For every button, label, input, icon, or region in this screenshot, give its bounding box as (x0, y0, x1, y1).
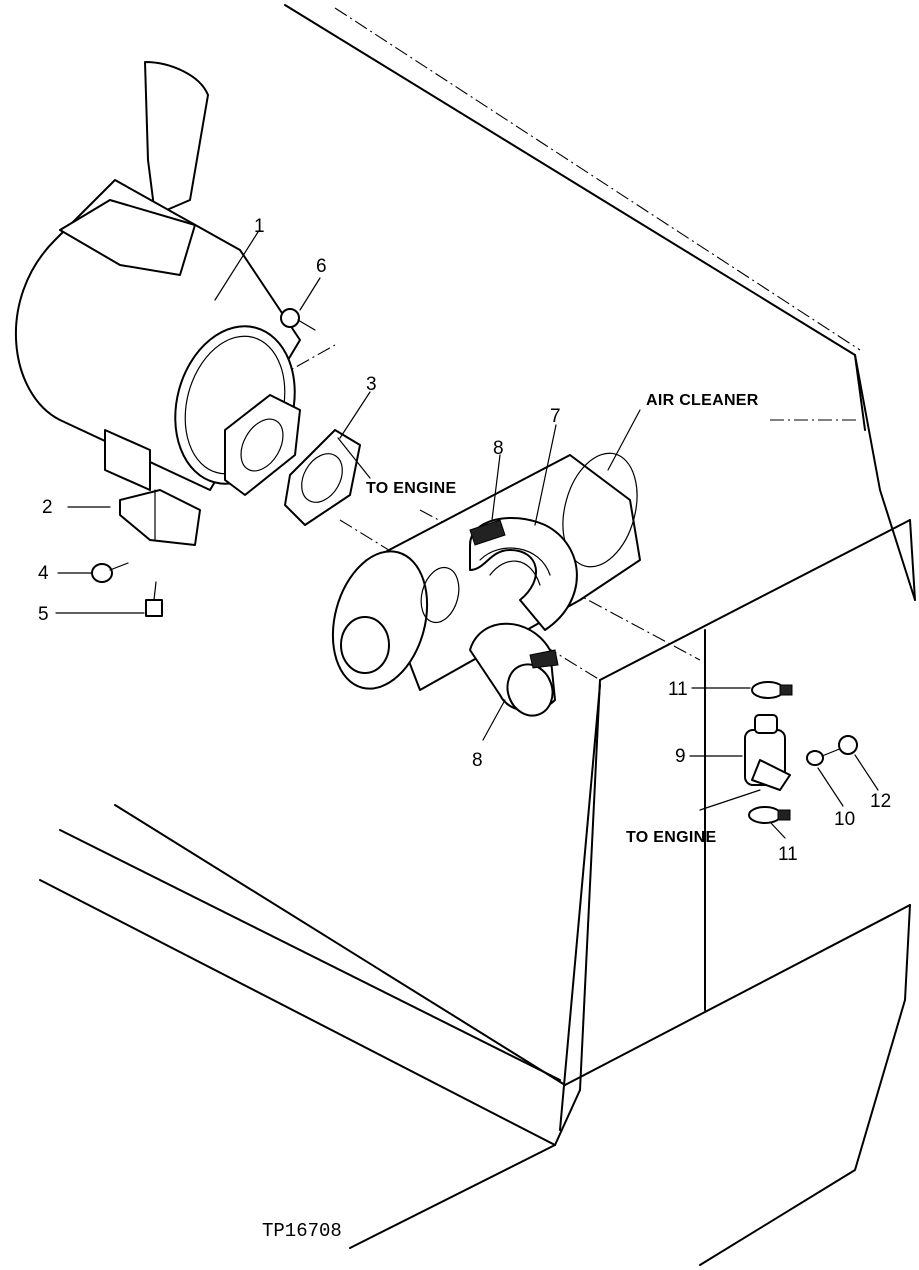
washer-part-10 (806, 750, 824, 766)
bolt-part-6 (280, 308, 316, 331)
callout-7: 7 (550, 406, 561, 427)
muffler (14, 61, 301, 491)
figure-code: TP16708 (262, 1220, 342, 1242)
callout-6: 6 (316, 256, 327, 277)
callout-9: 9 (675, 746, 686, 767)
callout-11-bottom: 11 (778, 844, 798, 865)
callout-3: 3 (366, 374, 377, 395)
mounting-bracket (119, 489, 201, 546)
clamp-part-8-bottom (529, 649, 559, 669)
callout-2: 2 (42, 497, 53, 518)
hose-clamp-part-11-bottom (748, 806, 791, 824)
bolt-part-12 (821, 735, 858, 757)
label-to-engine-top: TO ENGINE (366, 480, 456, 497)
callout-11-top: 11 (668, 679, 688, 700)
label-to-engine-bottom: TO ENGINE (626, 829, 716, 846)
gasket (284, 429, 361, 526)
air-cleaner-assembly (331, 452, 641, 691)
callout-1: 1 (254, 216, 265, 237)
machine-body-outline (39, 4, 916, 1266)
callout-5: 5 (38, 604, 49, 625)
clamp-part-8-top (469, 519, 506, 546)
callout-4: 4 (38, 563, 49, 584)
label-air-cleaner: AIR CLEANER (646, 392, 759, 409)
valve-part-9 (744, 714, 791, 791)
bolt-part-4 (91, 562, 129, 583)
elbow-hose (469, 517, 578, 631)
bolt-part-5 (145, 581, 163, 617)
callout-10: 10 (834, 809, 855, 830)
exhaust-flange (224, 394, 301, 496)
leader-lines (55, 231, 879, 839)
callout-8-top: 8 (493, 438, 504, 459)
callout-8-bottom: 8 (472, 750, 483, 771)
hose-clamp-part-11-top (751, 681, 793, 699)
callout-12: 12 (870, 791, 891, 812)
lower-hose (469, 622, 556, 717)
